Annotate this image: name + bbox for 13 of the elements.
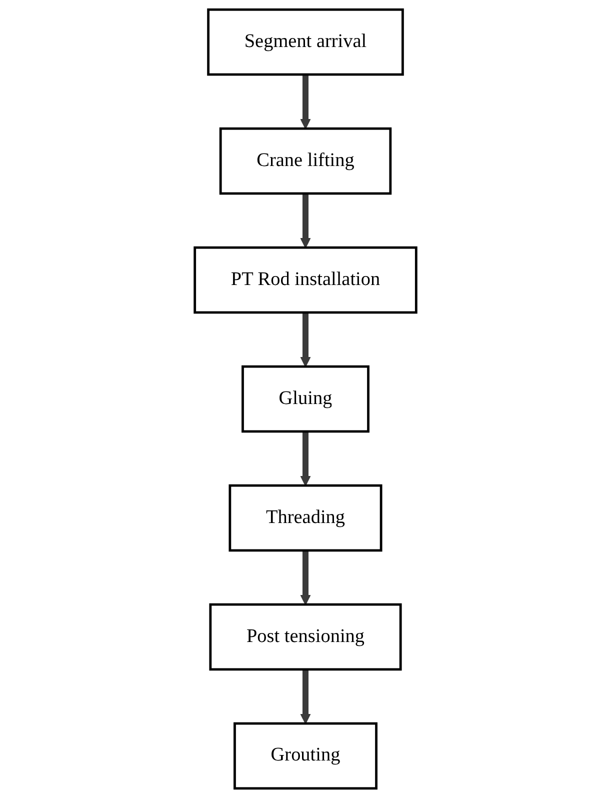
arrow (300, 550, 311, 605)
arrow (300, 431, 311, 486)
node-box: Grouting (234, 722, 378, 790)
node-box: Post tensioning (209, 603, 402, 671)
node-box: Threading (228, 484, 382, 552)
arrow (300, 74, 311, 130)
node-box: PT Rod installation (194, 246, 418, 314)
arrow (300, 669, 311, 724)
arrow (300, 194, 311, 248)
node-box: Gluing (242, 365, 370, 433)
node-box: Segment arrival (207, 8, 404, 76)
arrow (300, 312, 311, 368)
node-box: Crane lifting (219, 127, 392, 195)
